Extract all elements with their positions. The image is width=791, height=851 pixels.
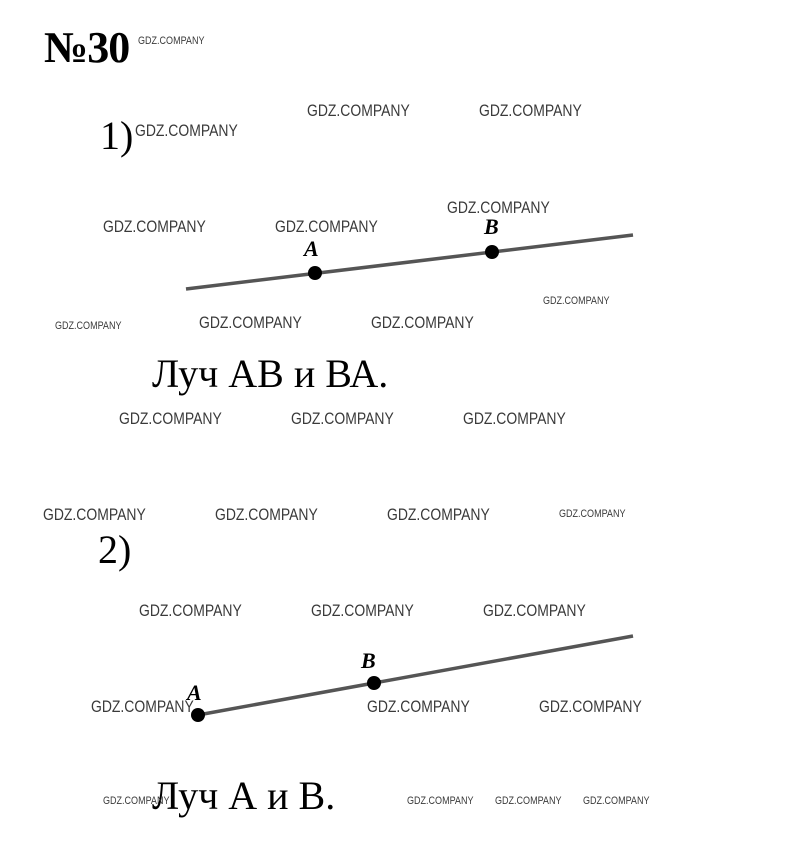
- ray-ab: [197, 634, 634, 717]
- watermark: GDZ.COMPANY: [367, 697, 470, 716]
- point-b-label-figure-1: B: [483, 214, 499, 239]
- watermark: GDZ.COMPANY: [543, 295, 610, 307]
- point-a-figure-1: [308, 266, 322, 280]
- watermark: GDZ.COMPANY: [275, 217, 378, 236]
- watermark: GDZ.COMPANY: [583, 795, 650, 807]
- watermark: GDZ.COMPANY: [539, 697, 642, 716]
- watermark: GDZ.COMPANY: [199, 313, 302, 332]
- point-b-figure-2: [367, 676, 381, 690]
- watermark: GDZ.COMPANY: [119, 409, 222, 428]
- watermark: GDZ.COMPANY: [447, 198, 550, 217]
- watermark: GDZ.COMPANY: [483, 601, 586, 620]
- watermark: GDZ.COMPANY: [139, 601, 242, 620]
- point-a-label-figure-1: A: [302, 236, 319, 261]
- point-b-figure-1: [485, 245, 499, 259]
- watermark: GDZ.COMPANY: [138, 35, 205, 47]
- watermark: GDZ.COMPANY: [55, 320, 122, 332]
- part-1-label: 1): [100, 113, 134, 158]
- figure-2-ray: A B: [185, 634, 634, 722]
- watermark: GDZ.COMPANY: [135, 121, 238, 140]
- part-1-answer: Луч АВ и ВА.: [152, 351, 389, 396]
- watermark: GDZ.COMPANY: [407, 795, 474, 807]
- watermark: GDZ.COMPANY: [103, 795, 170, 807]
- point-a-label-figure-2: A: [185, 680, 202, 705]
- watermark: GDZ.COMPANY: [463, 409, 566, 428]
- figure-1-line: A B: [185, 214, 634, 291]
- task-number: №30: [44, 23, 130, 72]
- watermark: GDZ.COMPANY: [291, 409, 394, 428]
- watermark: GDZ.COMPANY: [307, 101, 410, 120]
- part-2-label: 2): [98, 527, 132, 572]
- watermark: GDZ.COMPANY: [103, 217, 206, 236]
- watermark: GDZ.COMPANY: [479, 101, 582, 120]
- point-a-figure-2: [191, 708, 205, 722]
- part-2-answer: Луч А и В.: [152, 773, 336, 818]
- line-ab: [185, 233, 634, 291]
- watermark: GDZ.COMPANY: [495, 795, 562, 807]
- watermark: GDZ.COMPANY: [559, 508, 626, 520]
- watermark: GDZ.COMPANY: [371, 313, 474, 332]
- watermark: GDZ.COMPANY: [387, 505, 490, 524]
- watermark: GDZ.COMPANY: [311, 601, 414, 620]
- watermark: GDZ.COMPANY: [215, 505, 318, 524]
- point-b-label-figure-2: B: [360, 648, 376, 673]
- watermark: GDZ.COMPANY: [91, 697, 194, 716]
- watermark: GDZ.COMPANY: [43, 505, 146, 524]
